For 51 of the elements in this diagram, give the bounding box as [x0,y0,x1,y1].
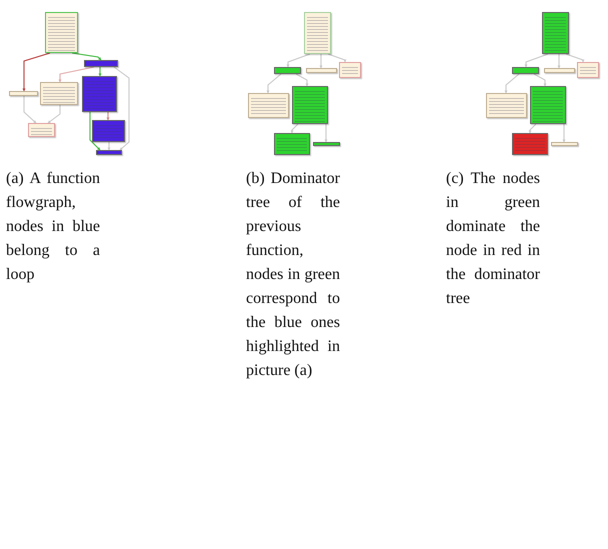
flow-arrow [22,52,50,92]
code-block-box [577,62,599,78]
code-block-box [512,133,548,155]
flow-arrow [504,74,520,94]
code-block-box [9,91,38,96]
code-block-box [292,86,328,124]
flow-arrow [106,112,110,120]
flow-arrow [290,124,298,134]
code-block-box [542,12,569,54]
flow-arrow [286,54,310,68]
figure-caption: (b) Dominator tree of the previous function, nodes in green correspond to the blue ones highlighted in picture (a) [246,169,340,381]
code-block-box [544,68,575,73]
code-block-box [304,12,331,54]
code-block-box [96,150,122,155]
flow-arrow [266,74,282,94]
flow-arrow [558,54,560,68]
code-block-box [551,142,578,146]
figure-caption: (c) The nodes in green dominate the node in red in the dominator tree [446,169,540,309]
flow-arrow [72,52,102,60]
flow-arrow [528,124,536,134]
code-block-box [486,93,527,118]
code-block-box [274,133,310,155]
code-block-box [274,67,301,74]
code-block-box [82,76,117,112]
flow-arrow [534,74,546,86]
flow-arrow [108,142,110,150]
flow-arrow [566,54,584,62]
flow-arrow [98,66,102,76]
code-block-box [339,62,361,78]
figure-caption: (a) A function flowgraph, nodes in blue belong to a loop [6,169,100,285]
code-block-box [92,120,125,142]
code-block-box [512,67,539,74]
flow-arrow [524,54,548,68]
flow-arrow [114,66,130,150]
code-block-box [248,93,289,118]
code-block-box [306,68,337,73]
code-block-box [40,82,78,105]
code-block-box [84,60,118,67]
flow-arrow [90,112,100,150]
flow-arrow [320,54,322,68]
code-block-box [45,12,78,53]
code-block-box [530,86,566,124]
code-block-box [28,123,55,137]
flow-arrow [296,74,308,86]
flow-arrow [324,124,328,142]
flow-arrow [24,96,36,124]
flow-arrow [328,54,346,62]
code-block-box [313,142,340,146]
flow-arrow [48,104,60,124]
flow-arrow [58,66,94,82]
flow-arrow [562,124,566,142]
